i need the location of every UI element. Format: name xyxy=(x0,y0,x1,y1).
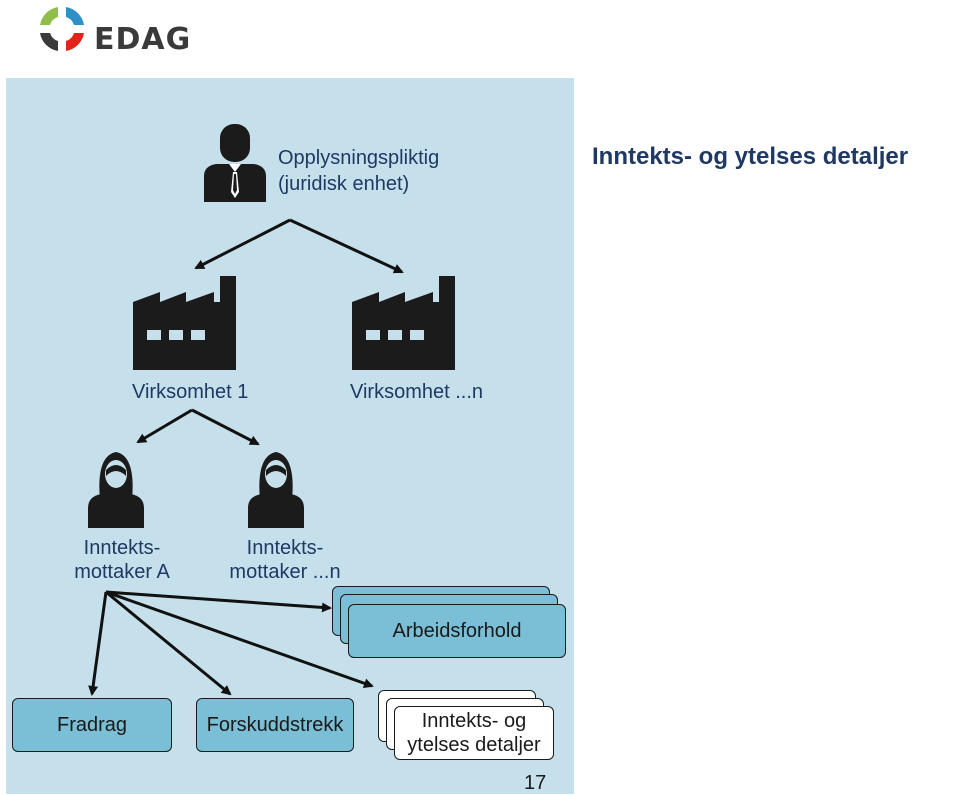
diagram-panel xyxy=(6,78,574,794)
page-number: 17 xyxy=(524,772,547,794)
woman-icon xyxy=(88,452,144,528)
fradrag-label: Fradrag xyxy=(56,713,128,736)
brand-name: EDAG xyxy=(94,22,192,57)
arbeidsforhold-box: Arbeidsforhold xyxy=(348,604,566,658)
woman-icon xyxy=(248,452,304,528)
factory-icon xyxy=(352,276,455,370)
detaljer-line2: ytelses detaljer xyxy=(407,734,541,756)
node-mottaker-n-line1: Inntekts- xyxy=(246,537,324,559)
node-opplysningspliktig-line1: Opplysningspliktig xyxy=(278,147,440,169)
node-mottaker-n-line2: mottaker ...n xyxy=(229,561,341,583)
detaljer-line1: Inntekts- og xyxy=(421,710,527,732)
page-title: Inntekts- og ytelses detaljer xyxy=(592,143,909,170)
forskuddstrekk-label: Forskuddstrekk xyxy=(206,713,344,736)
factory-icon xyxy=(133,276,236,370)
node-virksomhet-n: Virksomhet ...n xyxy=(350,381,484,403)
businessman-icon xyxy=(204,124,266,202)
node-mottaker-a-line2: mottaker A xyxy=(74,561,170,583)
fradrag-box: Fradrag xyxy=(12,698,172,752)
node-virksomhet-1: Virksomhet 1 xyxy=(132,381,249,403)
arbeidsforhold-label: Arbeidsforhold xyxy=(392,619,522,642)
node-opplysningspliktig-line2: (juridisk enhet) xyxy=(278,173,410,195)
detaljer-box: Inntekts- og ytelses detaljer xyxy=(394,706,554,760)
forskuddstrekk-box: Forskuddstrekk xyxy=(196,698,354,752)
node-mottaker-a-line1: Inntekts- xyxy=(83,537,161,559)
